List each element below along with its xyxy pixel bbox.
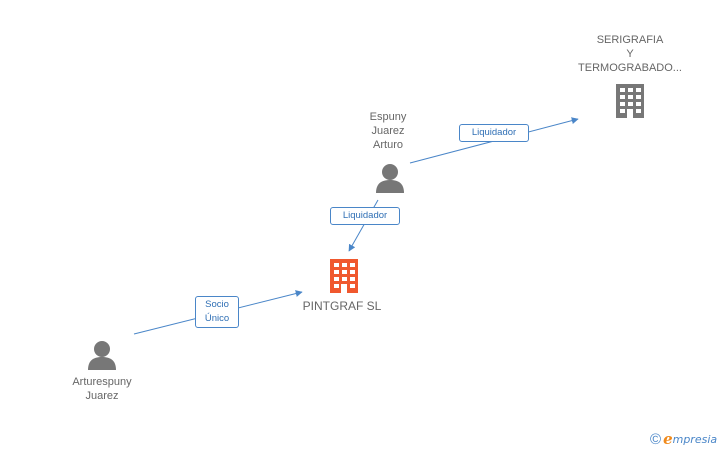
- building-icon: [330, 259, 358, 293]
- label-line: Arturespuny: [72, 376, 132, 388]
- label-line: TERMOGRABADO...: [578, 62, 682, 74]
- label-line: SERIGRAFIA: [596, 34, 664, 46]
- copyright-icon: ©: [650, 430, 662, 448]
- label-line: Juarez: [371, 125, 405, 137]
- edge-label-line: Liquidador: [342, 210, 388, 221]
- edge-label-line: Único: [204, 313, 230, 324]
- brand-logo-initial: e: [663, 430, 673, 448]
- brand-logo-text: mpresia: [672, 432, 718, 446]
- label-line: Espuny: [369, 111, 407, 123]
- node-espuny-label: Espuny Juarez Arturo: [348, 110, 428, 152]
- label-line: Arturo: [373, 139, 403, 151]
- edge-label-liquidador[interactable]: Liquidador: [459, 124, 529, 142]
- node-serigrafia-label: SERIGRAFIA Y TERMOGRABADO...: [568, 33, 692, 75]
- person-icon: [376, 164, 404, 193]
- building-icon: [616, 84, 644, 118]
- label-line: Juarez: [85, 390, 119, 402]
- person-icon: [88, 341, 116, 370]
- node-pintgraf-label: PINTGRAF SL: [290, 299, 394, 313]
- edge-label-socio-unico[interactable]: Socio Único: [195, 296, 239, 328]
- node-arturespuny-label: Arturespuny Juarez: [54, 375, 150, 403]
- label-line: Y: [626, 48, 634, 60]
- brand-footer: © e mpresia: [650, 430, 717, 448]
- edge-label-liquidador[interactable]: Liquidador: [330, 207, 400, 225]
- edge-label-line: Socio: [205, 299, 229, 310]
- edge-label-line: Liquidador: [471, 127, 517, 138]
- label-line: PINTGRAF SL: [302, 299, 382, 313]
